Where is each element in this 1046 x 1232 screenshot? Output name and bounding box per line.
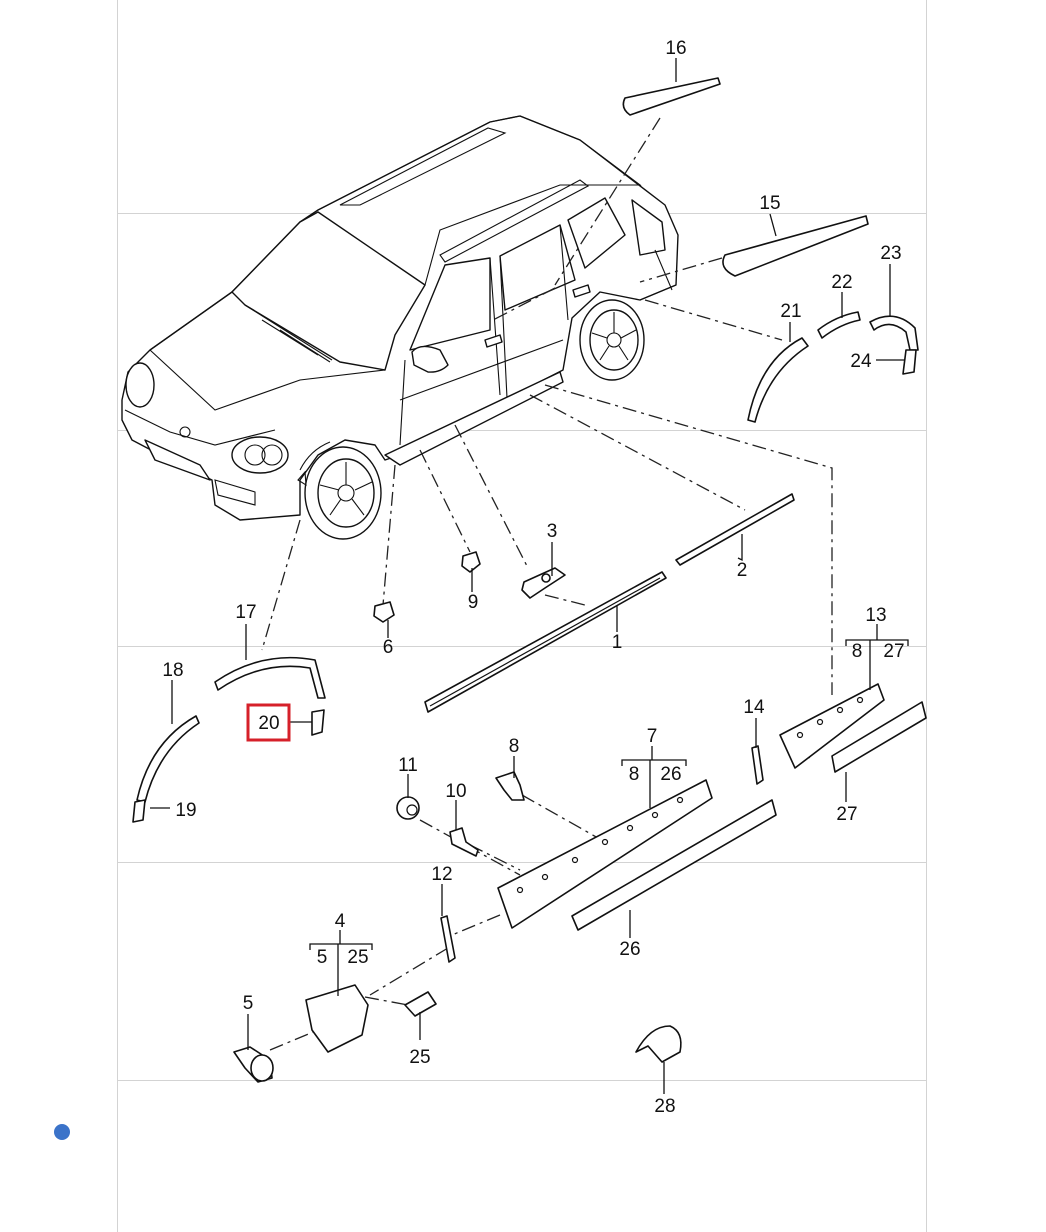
assembly-lines bbox=[261, 117, 833, 1051]
label-group-13-sub-b[interactable]: 27 bbox=[883, 641, 904, 662]
part-27-strip[interactable] bbox=[831, 701, 927, 773]
label-part-25[interactable]: 25 bbox=[409, 1047, 430, 1068]
label-part-22[interactable]: 22 bbox=[831, 272, 852, 293]
diagram-panel bbox=[117, 0, 927, 1232]
part-10-screw[interactable] bbox=[449, 827, 479, 857]
part-12-cap[interactable] bbox=[440, 915, 456, 963]
grid-line bbox=[117, 862, 927, 863]
part-13-moulding[interactable] bbox=[779, 683, 885, 769]
part-4-flap[interactable] bbox=[305, 984, 369, 1053]
label-part-2[interactable]: 2 bbox=[737, 560, 748, 581]
part-26-strip[interactable] bbox=[571, 799, 777, 931]
part-labels: 16 15 23 22 21 24 3 2 9 17 13 1 6 8 27 1… bbox=[162, 38, 904, 1117]
part-14-cap[interactable] bbox=[751, 745, 764, 785]
label-part-17[interactable]: 17 bbox=[235, 602, 256, 623]
part-25-cap[interactable] bbox=[404, 991, 437, 1017]
vehicle-illustration bbox=[121, 115, 679, 540]
label-part-7[interactable]: 7 bbox=[647, 726, 658, 747]
part-17-arch[interactable] bbox=[214, 656, 326, 699]
label-part-9[interactable]: 9 bbox=[468, 592, 479, 613]
label-part-3[interactable]: 3 bbox=[547, 521, 558, 542]
label-part-24[interactable]: 24 bbox=[850, 351, 872, 372]
label-part-14[interactable]: 14 bbox=[743, 697, 765, 718]
grid-line bbox=[117, 1080, 927, 1081]
part-16-trim[interactable] bbox=[622, 77, 721, 116]
part-8-clip[interactable] bbox=[495, 771, 525, 801]
label-part-13[interactable]: 13 bbox=[865, 605, 886, 626]
leader-lines bbox=[150, 58, 909, 1094]
label-part-28[interactable]: 28 bbox=[654, 1096, 675, 1117]
part-23-trim[interactable] bbox=[869, 315, 919, 351]
label-part-21[interactable]: 21 bbox=[780, 301, 801, 322]
highlight-box-part-20 bbox=[246, 703, 291, 742]
label-part-6[interactable]: 6 bbox=[383, 637, 394, 658]
label-group-7-sub-b[interactable]: 26 bbox=[660, 764, 681, 785]
part-2-strip[interactable] bbox=[675, 493, 795, 566]
part-28-tape[interactable] bbox=[635, 1025, 682, 1063]
label-part-11[interactable]: 11 bbox=[398, 755, 418, 776]
label-part-16[interactable]: 16 bbox=[665, 38, 686, 59]
part-24-cap[interactable] bbox=[902, 349, 917, 375]
part-3-clip[interactable] bbox=[521, 567, 566, 599]
label-part-4[interactable]: 4 bbox=[335, 911, 346, 932]
part-18-arch[interactable] bbox=[136, 715, 200, 803]
label-part-27[interactable]: 27 bbox=[836, 804, 857, 825]
label-part-15[interactable]: 15 bbox=[759, 193, 780, 214]
label-part-5[interactable]: 5 bbox=[243, 993, 254, 1014]
part-6-clip[interactable] bbox=[373, 601, 395, 623]
label-part-1[interactable]: 1 bbox=[612, 632, 623, 653]
label-group-4-sub-b[interactable]: 25 bbox=[347, 947, 368, 968]
part-15-trim[interactable] bbox=[722, 215, 869, 277]
grid-line bbox=[117, 646, 927, 647]
part-19-cap[interactable] bbox=[132, 799, 146, 823]
label-group-13-sub-a[interactable]: 8 bbox=[852, 641, 863, 662]
label-group-4-sub-a[interactable]: 5 bbox=[317, 947, 328, 968]
label-part-12[interactable]: 12 bbox=[431, 864, 452, 885]
part-7-moulding[interactable] bbox=[497, 779, 713, 929]
label-part-23[interactable]: 23 bbox=[880, 243, 901, 264]
label-part-8[interactable]: 8 bbox=[509, 736, 520, 757]
part-20-cap[interactable] bbox=[311, 709, 325, 736]
parts bbox=[132, 77, 927, 1083]
label-part-19[interactable]: 19 bbox=[175, 800, 196, 821]
label-part-10[interactable]: 10 bbox=[445, 781, 466, 802]
label-part-18[interactable]: 18 bbox=[162, 660, 183, 681]
label-part-26[interactable]: 26 bbox=[619, 939, 640, 960]
part-22-trim[interactable] bbox=[817, 311, 861, 339]
part-9-clip[interactable] bbox=[461, 551, 481, 573]
grid-line bbox=[117, 430, 927, 431]
part-21-arch[interactable] bbox=[747, 337, 809, 423]
label-group-7-sub-a[interactable]: 8 bbox=[629, 764, 640, 785]
label-part-20[interactable]: 20 bbox=[258, 713, 279, 734]
status-dot bbox=[54, 1124, 70, 1140]
